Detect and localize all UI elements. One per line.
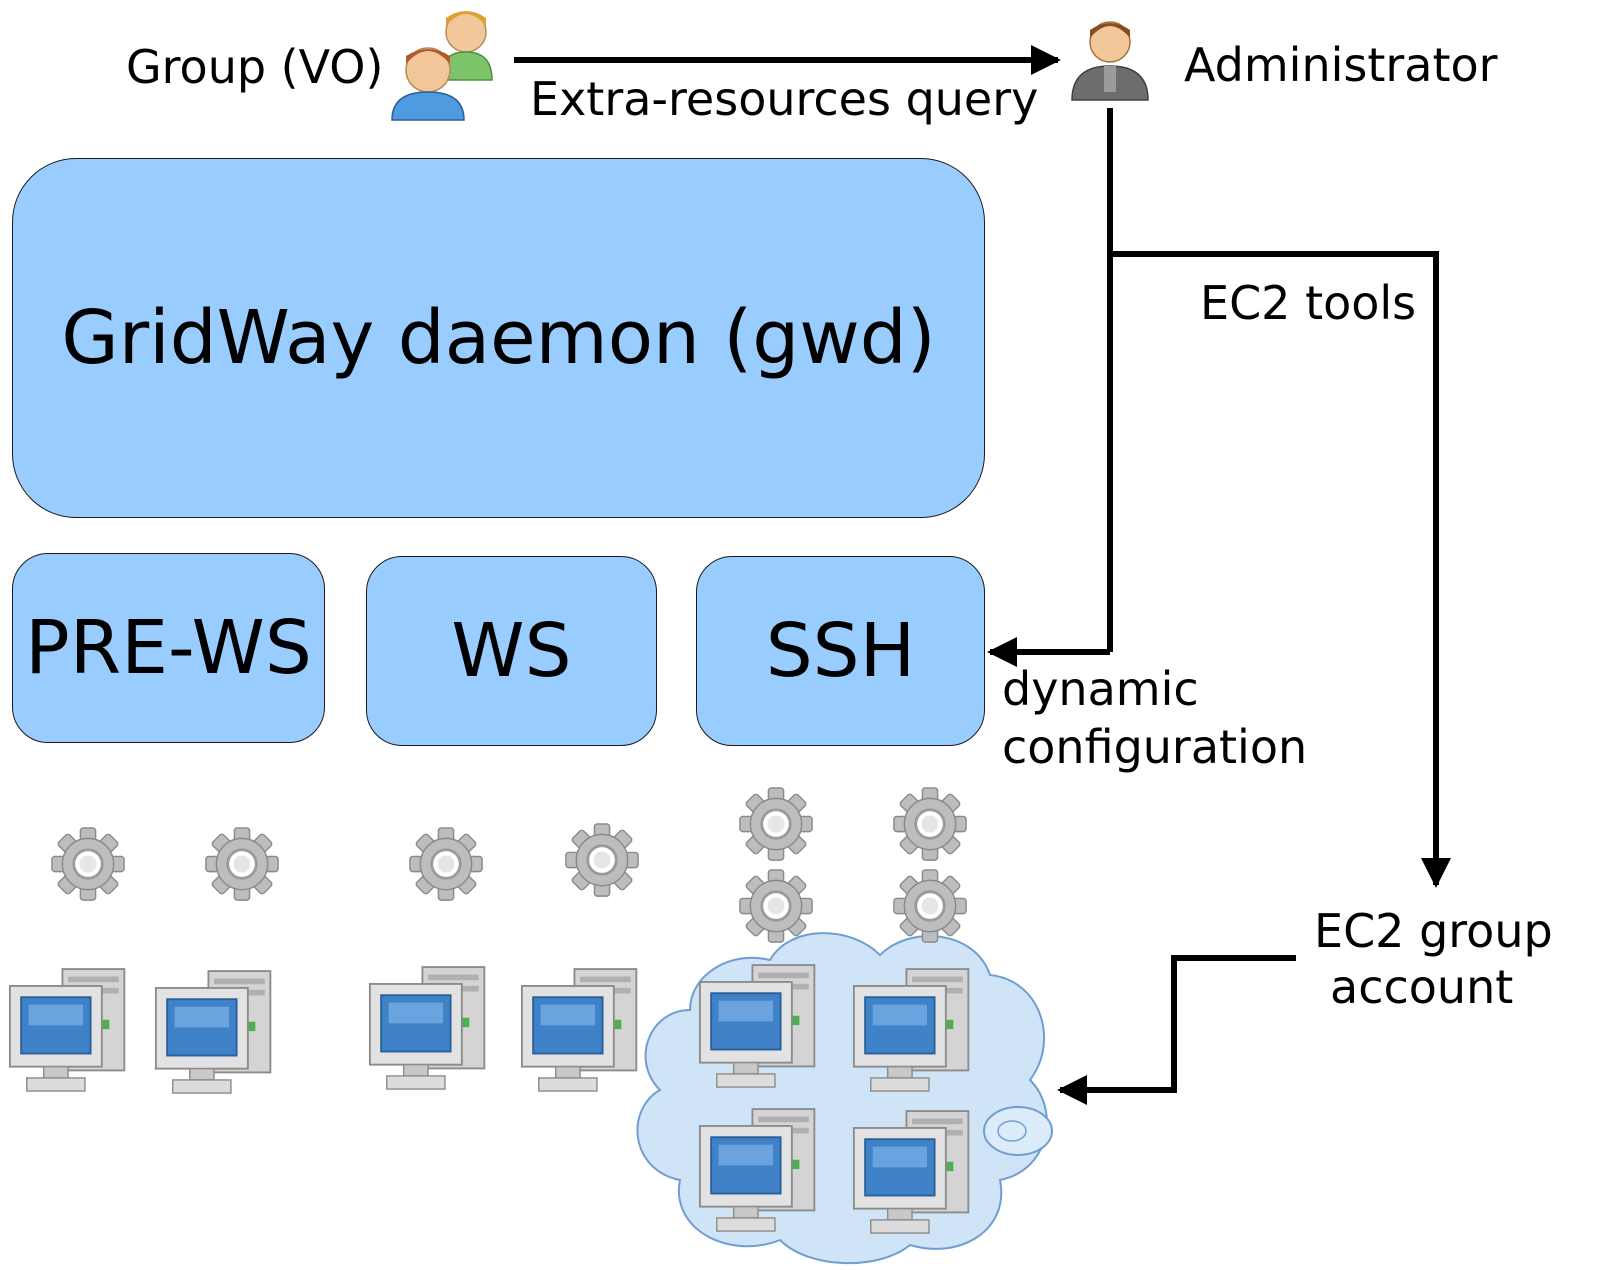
- gear-icon: [204, 826, 280, 902]
- ws-label: WS: [451, 608, 572, 694]
- ws-driver-box: WS: [366, 556, 657, 746]
- users-icon: [391, 11, 493, 121]
- gear-icon: [408, 826, 484, 902]
- administrator-label: Administrator: [1184, 38, 1498, 92]
- gear-icon: [738, 868, 814, 944]
- ec2-account-label: account: [1330, 960, 1514, 1014]
- gear-icon: [892, 868, 968, 944]
- ec2-tools-arrow: [1110, 251, 1451, 888]
- computer-icon: [520, 968, 638, 1093]
- group-label: Group (VO): [126, 40, 384, 94]
- configuration-label: configuration: [1002, 720, 1308, 774]
- gear-icon: [564, 822, 640, 898]
- gear-icon: [738, 786, 814, 862]
- ssh-driver-box: SSH: [696, 556, 985, 746]
- ssh-label: SSH: [765, 608, 916, 694]
- computer-icon: [154, 970, 272, 1095]
- gridway-daemon-box: GridWay daemon (gwd): [12, 158, 985, 518]
- ec2-tools-label: EC2 tools: [1200, 276, 1417, 330]
- pre-ws-label: PRE-WS: [25, 605, 312, 691]
- gridway-daemon-label: GridWay daemon (gwd): [61, 295, 936, 381]
- computer-icon: [8, 968, 126, 1093]
- computer-icon: [368, 966, 486, 1091]
- query-label: Extra-resources query: [530, 72, 1039, 126]
- gear-icon: [50, 826, 126, 902]
- dynamic-label: dynamic: [1002, 662, 1199, 716]
- ec2-account-arrow: [1057, 955, 1296, 1105]
- pre-ws-driver-box: PRE-WS: [12, 553, 325, 743]
- gear-icon: [892, 786, 968, 862]
- ec2-group-label: EC2 group: [1314, 904, 1553, 958]
- administrator-icon: [1071, 21, 1149, 101]
